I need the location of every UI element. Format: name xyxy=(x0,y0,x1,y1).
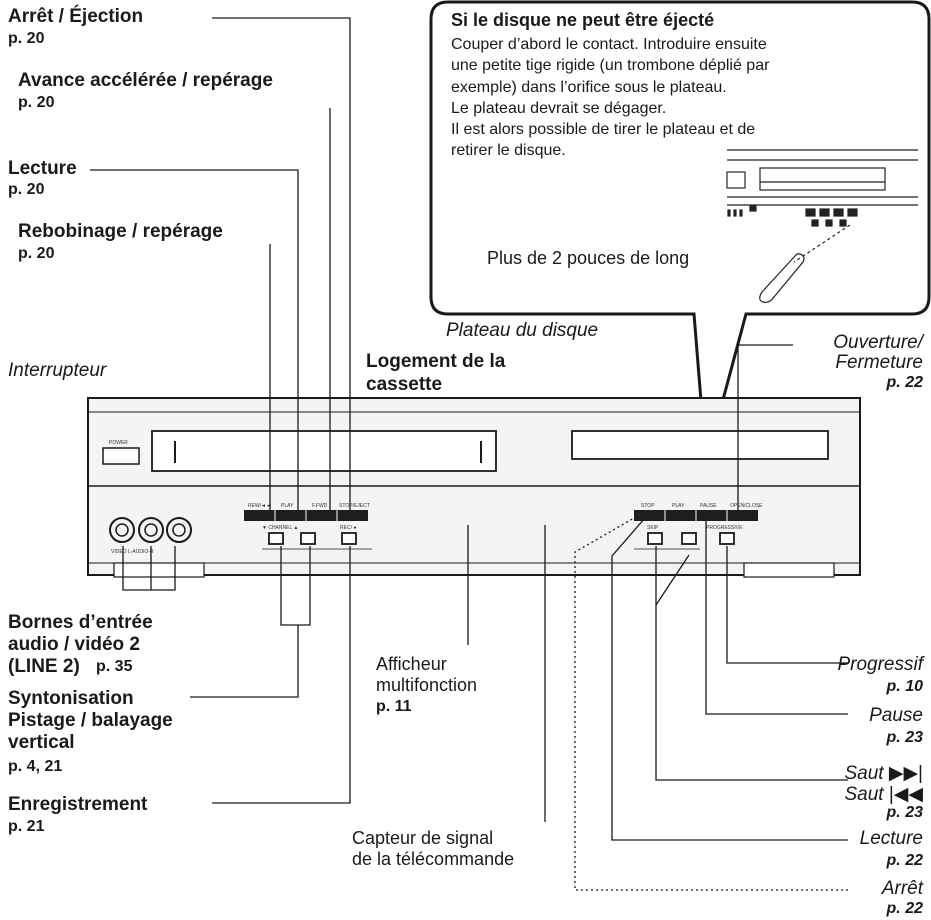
dvd-play-page: p. 22 xyxy=(886,852,923,869)
callout-line-5: Il est alors possible de tirer le platea… xyxy=(451,121,756,138)
channel-up-button[interactable] xyxy=(300,532,316,545)
cassette-slot xyxy=(151,430,497,472)
tuning-label-3: vertical xyxy=(8,732,75,753)
record-label: Enregistrement xyxy=(8,794,148,815)
device-body xyxy=(87,397,861,578)
skip-next-label: Saut ▶▶| xyxy=(844,763,923,784)
vcr-button-text-4: STOP/EJECT xyxy=(339,503,370,509)
callout-pin-note: Plus de 2 pouces de long xyxy=(487,248,690,268)
progressive-text: PROGRESSIVE xyxy=(706,525,743,531)
av-input-jacks xyxy=(109,517,192,543)
leader-lines xyxy=(90,17,848,891)
power-button[interactable] xyxy=(102,447,140,465)
dvd-button-text-3: PAUSE xyxy=(700,503,717,509)
vcr-transport-buttons[interactable] xyxy=(244,510,368,521)
skip-next-icon: ▶▶| xyxy=(888,763,923,784)
callout-line-1: Couper d’abord le contact. Introduire en… xyxy=(451,36,767,53)
skip-prev-button[interactable] xyxy=(647,532,663,545)
play-page: p. 20 xyxy=(8,181,45,198)
play-label: Lecture xyxy=(8,158,77,179)
vcr-button-text-3: F.FWD xyxy=(312,503,328,509)
open-close-page: p. 22 xyxy=(886,374,923,391)
disc-tray xyxy=(571,430,829,460)
callout-bubble xyxy=(429,0,931,464)
rewind-page: p. 20 xyxy=(18,245,55,262)
av-input-label-3: (LINE 2) xyxy=(8,656,80,677)
skip-prev-icon: |◀◀ xyxy=(888,784,923,805)
record-button[interactable] xyxy=(341,532,357,545)
rec-text: REC/ ● xyxy=(340,525,356,531)
tuning-label-1: Syntonisation xyxy=(8,688,134,709)
dvd-button-text-2: PLAY xyxy=(672,503,685,509)
dvd-transport-buttons[interactable] xyxy=(634,510,758,521)
skip-text: SKIP xyxy=(647,525,659,531)
channel-down-button[interactable] xyxy=(268,532,284,545)
remote-sensor-label-1: Capteur de signal xyxy=(352,828,494,848)
display-label-1: Afficheur xyxy=(376,654,447,674)
vcr-button-text-2: PLAY xyxy=(281,503,294,509)
dvd-stop-label: Arrêt xyxy=(881,878,923,899)
callout-inset-sketch xyxy=(726,149,918,304)
tuning-page: p. 4, 21 xyxy=(8,758,63,775)
open-close-label-1: Ouverture/ xyxy=(833,332,923,353)
rewind-label: Rebobinage / repérage xyxy=(18,221,223,242)
skip-page: p. 23 xyxy=(886,804,923,821)
av-input-page: p. 35 xyxy=(96,658,133,675)
dvd-button-text-1: STOP xyxy=(641,503,655,509)
progressive-page: p. 10 xyxy=(886,678,923,695)
remote-sensor-label-2: de la télécommande xyxy=(352,849,515,869)
disc-tray-label: Plateau du disque xyxy=(446,320,599,341)
stop-eject-page: p. 20 xyxy=(8,30,45,47)
stop-eject-label: Arrêt / Éjection xyxy=(8,6,144,27)
power-label: Interrupteur xyxy=(8,360,107,381)
av-input-label-2: audio / vidéo 2 xyxy=(8,634,140,655)
cassette-slot-label-2: cassette xyxy=(366,374,443,395)
power-text: POWER xyxy=(109,440,128,446)
callout-line-2: une petite tige rigide (un trombone dépl… xyxy=(451,57,770,74)
skip-prev-label-text: Saut xyxy=(844,784,884,805)
av-jack-text: VIDEO L-AUDIO-R xyxy=(111,549,154,555)
callout-line-4: Le plateau devrait se dégager. xyxy=(451,100,667,117)
open-close-label-2: Fermeture xyxy=(835,352,923,373)
pause-label: Pause xyxy=(869,705,923,726)
dvd-button-text-4: OPEN/CLOSE xyxy=(730,503,763,509)
skip-next-button[interactable] xyxy=(681,532,697,545)
display-label-2: multifonction xyxy=(376,675,478,695)
dvd-play-label: Lecture xyxy=(859,828,923,849)
progressive-label: Progressif xyxy=(837,654,923,675)
pause-page: p. 23 xyxy=(886,729,923,746)
callout-line-3: exemple) dans l’orifice sous le plateau. xyxy=(451,79,727,96)
dvd-stop-page: p. 22 xyxy=(886,900,923,917)
skip-next-label-text: Saut xyxy=(844,763,884,784)
tuning-label-2: Pistage / balayage xyxy=(8,710,173,731)
vcr-button-text-1: REW/◄◄ xyxy=(248,503,271,509)
callout-line-6: retirer le disque. xyxy=(451,142,566,159)
record-page: p. 21 xyxy=(8,818,45,835)
fast-forward-page: p. 20 xyxy=(18,94,55,111)
channel-text: ▼ CHANNEL ▲ xyxy=(262,525,298,531)
callout-title: Si le disque ne peut être éjecté xyxy=(451,10,715,30)
cassette-slot-label-1: Logement de la xyxy=(366,351,506,372)
skip-prev-label: Saut |◀◀ xyxy=(844,784,923,805)
fast-forward-label: Avance accélérée / repérage xyxy=(18,70,273,91)
progressive-button[interactable] xyxy=(719,532,735,545)
display-page: p. 11 xyxy=(376,698,412,715)
av-input-label-1: Bornes d’entrée xyxy=(8,612,153,633)
